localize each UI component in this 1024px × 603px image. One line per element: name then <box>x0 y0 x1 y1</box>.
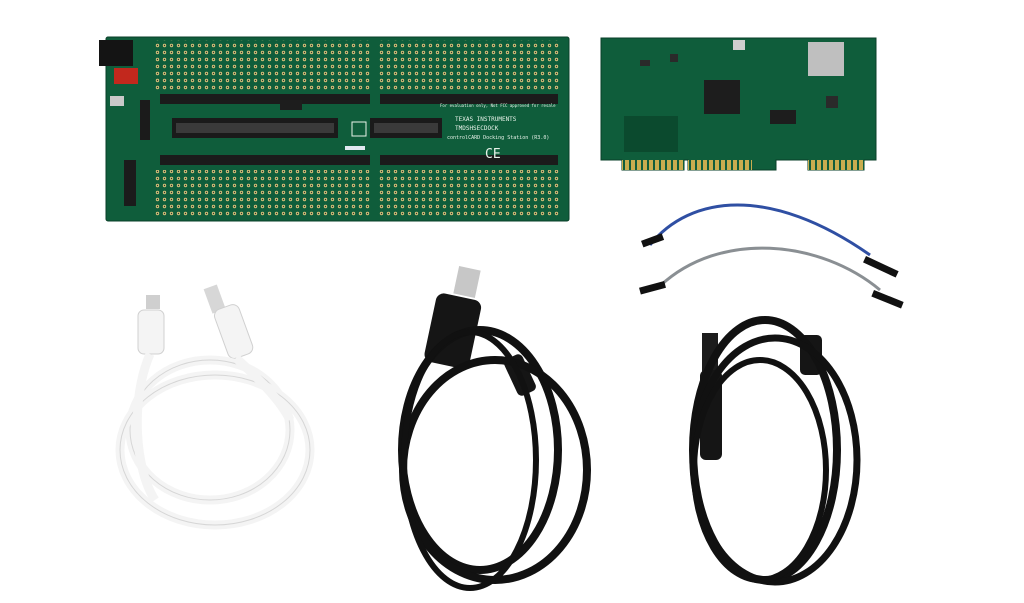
docking-station-board: For evaluation only, Not FCC approved fo… <box>99 36 570 222</box>
jumper-wire-blue <box>641 203 899 278</box>
black-usb-cable-1 <box>398 266 591 591</box>
board-label-description: controlCARD Docking Station (R3.0) <box>447 135 549 141</box>
black-usb-cable-2 <box>689 316 861 586</box>
perfboard-area-bottom-left <box>155 170 371 218</box>
perfboard-area-top-right <box>378 40 560 90</box>
dc-power-jack <box>99 40 133 66</box>
board-header-note: For evaluation only, Not FCC approved fo… <box>440 103 556 108</box>
jumper-wire-gray <box>639 246 904 309</box>
microsd-slot <box>808 42 844 76</box>
controlcard-board <box>600 37 877 171</box>
board-label-part: TMDSHSECDOCK <box>455 125 499 132</box>
usb-a-connector-white <box>203 284 226 314</box>
ce-mark: CE <box>485 147 501 162</box>
mcu-chip <box>704 80 740 114</box>
perfboard-area-top-left <box>155 40 371 90</box>
white-usb-cable <box>115 284 315 530</box>
perfboard-area-bottom-right <box>378 170 560 218</box>
usb-a-connector-black-1 <box>453 266 481 298</box>
power-switch <box>114 68 138 84</box>
board-label-brand: TEXAS INSTRUMENTS <box>455 116 517 123</box>
micro-usb-connector-white <box>146 295 160 309</box>
